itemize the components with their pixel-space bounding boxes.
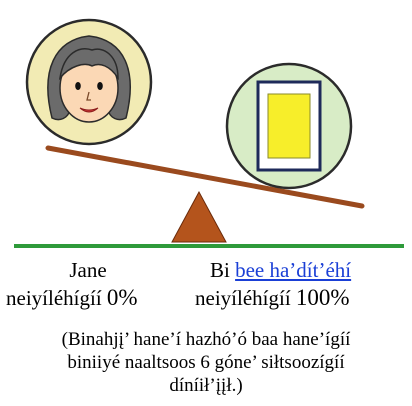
right-title-prefix: Bi: [210, 258, 230, 282]
left-percent-prefix: neiyíléhígíí: [6, 286, 102, 310]
fulcrum-triangle: [171, 190, 227, 243]
left-name-text: Jane: [69, 258, 107, 282]
caption-line-2: biniiyé naaltsoos 6 góne’ siłtsoozígíí: [67, 352, 345, 373]
woman-face-icon: [25, 18, 153, 146]
left-name-label: Jane: [52, 258, 124, 282]
left-percent-label: neiyíléhígíí 0%: [6, 285, 138, 311]
right-percent-label: neiyíléhígíí 100%: [195, 285, 350, 311]
caption-line-1: (Binahjį’ hane’í hazhó’ó baa hane’ígíí: [61, 329, 351, 350]
right-percent-prefix: neiyíléhígíí: [195, 286, 291, 310]
document-icon: [225, 62, 353, 190]
balance-beam: [45, 145, 365, 209]
caption-line-3: díníił’įįł.): [169, 375, 243, 396]
caption: (Binahjį’ hane’í hazhó’ó baa hane’ígíí b…: [0, 328, 412, 397]
document-type-link[interactable]: bee ha’dít’éhí: [235, 258, 352, 282]
right-percent-value: 100%: [295, 285, 350, 310]
left-percent-value: 0%: [106, 285, 138, 310]
right-title-label: Bi bee ha’dít’éhí: [210, 258, 351, 282]
